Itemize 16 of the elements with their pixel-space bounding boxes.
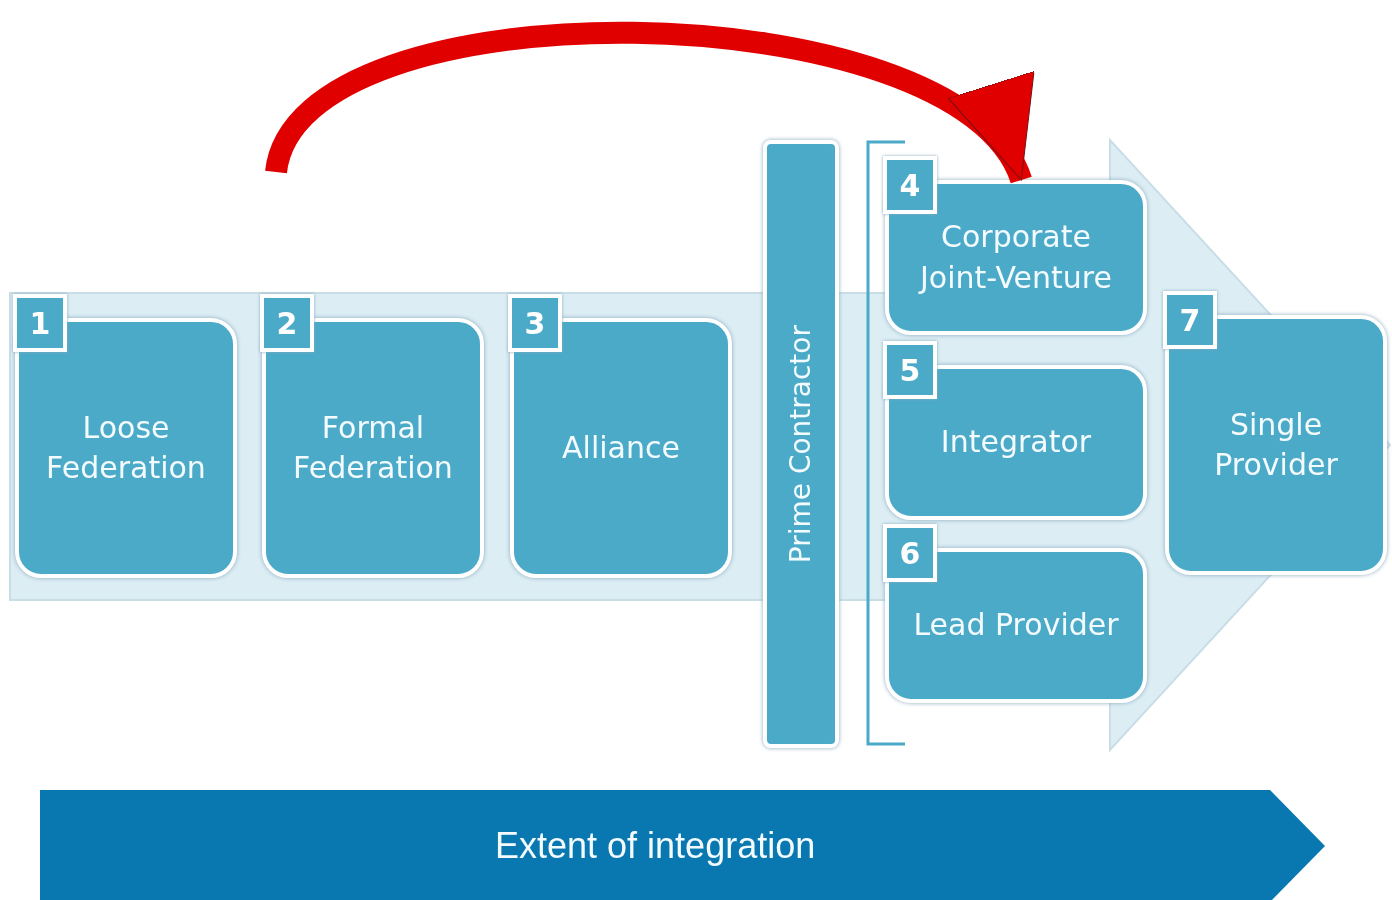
bar-title: Prime Contractor [783, 324, 819, 564]
stage-label: Lead Provider [912, 606, 1120, 645]
stage-label: Corporate Joint-Venture [917, 218, 1113, 297]
number-badge: 6 [883, 524, 937, 582]
stage-label: Formal Federation [292, 408, 454, 487]
stage-label: Single Provider [1213, 405, 1339, 484]
arrow-caption: Extent of integration [495, 823, 816, 868]
number-badge: 1 [13, 294, 67, 352]
number-badge: 3 [508, 294, 562, 352]
number-badge: 2 [260, 294, 314, 352]
number-badge: 7 [1163, 291, 1217, 349]
chevron-arrow [40, 790, 1325, 900]
stage-label: Loose Federation [45, 408, 207, 487]
number-badge: 5 [883, 341, 937, 399]
stage-label: Integrator [939, 423, 1093, 462]
stage-label: Alliance [561, 428, 681, 467]
